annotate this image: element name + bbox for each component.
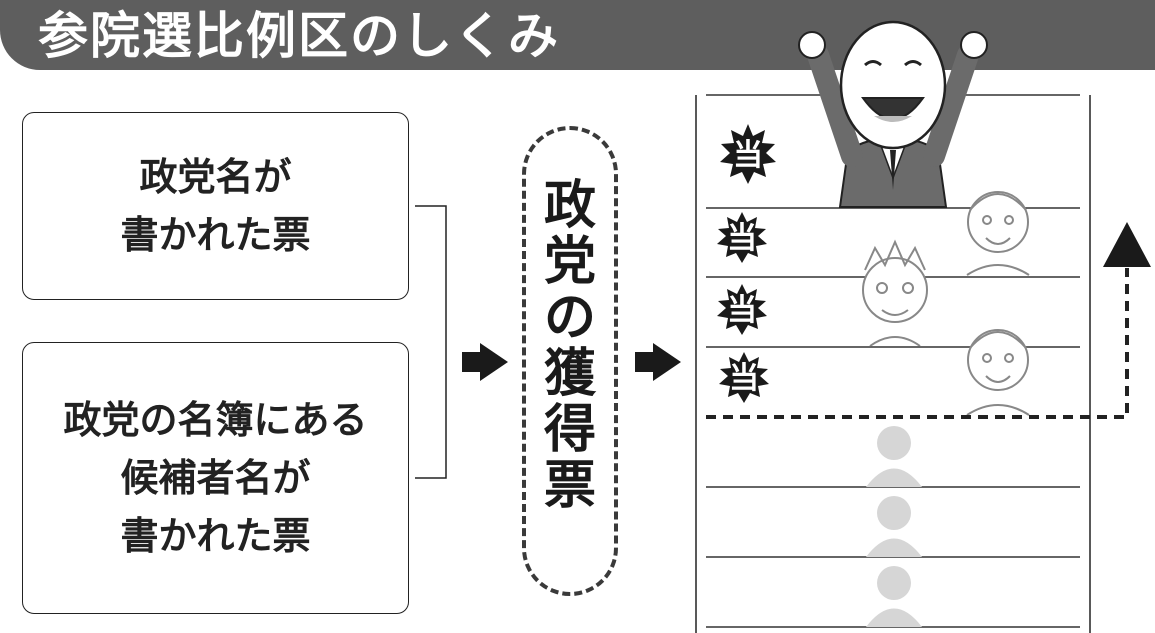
party-votes-capsule bbox=[522, 126, 618, 596]
party-votes-char-1: 政 bbox=[543, 176, 596, 236]
winner-seal-char-4: 当 bbox=[729, 361, 759, 396]
up-arrow-icon bbox=[1103, 222, 1151, 267]
person-placeholder-icon bbox=[866, 426, 922, 487]
party-votes-char-5: 得 bbox=[543, 400, 596, 460]
winner-seals: 当 当 当 当 bbox=[717, 124, 776, 403]
candidate-votes-line-3: 書かれた票 bbox=[120, 514, 311, 558]
party-name-votes-box: 政党名が 書かれた票 bbox=[22, 112, 409, 300]
party-votes-label: 政 党 の 獲 得 票 bbox=[522, 178, 618, 514]
right-arrow-icon bbox=[462, 343, 508, 381]
candidate-votes-line-2: 候補者名が bbox=[120, 456, 311, 500]
candidate-face-icon bbox=[966, 329, 1030, 416]
page-title: 参院選比例区のしくみ bbox=[38, 7, 560, 65]
party-votes-char-3: の bbox=[543, 288, 596, 348]
winner-seal-icon: 当 bbox=[717, 284, 767, 335]
person-placeholder-icon bbox=[866, 496, 922, 557]
person-placeholder-icon bbox=[866, 566, 922, 627]
bracket-connector bbox=[415, 205, 447, 479]
party-votes-line-1: 政党名が bbox=[139, 155, 292, 199]
candidate-face-icon bbox=[862, 239, 928, 347]
party-votes-char-2: 党 bbox=[543, 232, 596, 292]
winner-seal-icon: 当 bbox=[719, 352, 769, 403]
party-votes-line-2: 書かれた票 bbox=[120, 213, 311, 257]
candidate-name-votes-box: 政党の名簿にある 候補者名が 書かれた票 bbox=[22, 342, 409, 614]
candidate-face-icon bbox=[966, 191, 1030, 276]
winner-seal-char-1: 当 bbox=[733, 138, 763, 173]
winner-seal-char-3: 当 bbox=[727, 293, 757, 328]
party-votes-char-6: 票 bbox=[543, 456, 596, 516]
right-arrow-icon bbox=[635, 343, 681, 381]
winner-cutoff-line bbox=[706, 268, 1129, 419]
party-votes-char-4: 獲 bbox=[543, 344, 596, 404]
winner-seal-icon: 当 bbox=[720, 124, 776, 184]
winner-seal-icon: 当 bbox=[717, 212, 767, 263]
winner-seal-char-2: 当 bbox=[727, 221, 757, 256]
candidate-votes-line-1: 政党の名簿にある bbox=[63, 398, 368, 442]
celebrating-politician-figure bbox=[798, 20, 988, 208]
